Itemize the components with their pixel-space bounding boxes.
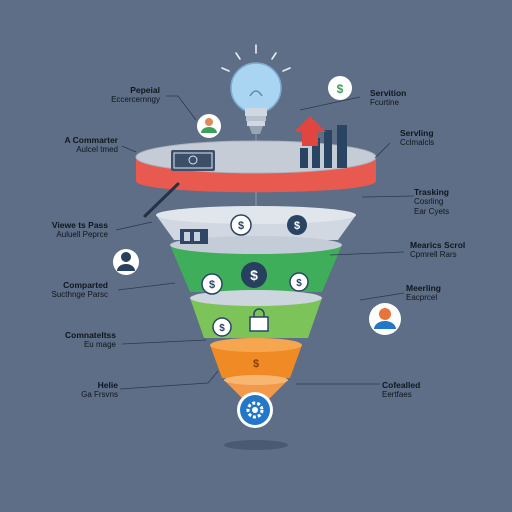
dollar-icon: $: [230, 214, 252, 236]
label-subtitle: Eu mage: [83, 340, 116, 349]
connector-lines: [115, 95, 415, 390]
label-subtitle: Eertfaes: [382, 390, 412, 399]
person-icon: [113, 249, 139, 275]
dollar-icon: $: [289, 272, 309, 292]
label-subtitle: Eacprcel: [406, 293, 438, 302]
svg-text:$: $: [250, 267, 258, 283]
label-subtitle: Cclmalcls: [400, 138, 435, 147]
label-subtitle: Cosrling Ear Cyets: [414, 197, 450, 216]
dollar-icon: $: [287, 215, 307, 235]
label-left-2: A Commarter Aulcel tmed: [64, 135, 118, 155]
person-icon: [369, 303, 401, 335]
svg-text:$: $: [337, 82, 344, 96]
pointer-stick: [143, 182, 180, 218]
dollar-icon: $: [241, 262, 267, 288]
lock-icon: [180, 229, 208, 244]
label-right-1: Servition Fcurtine: [370, 88, 406, 108]
label-left-3: Viewe ts Pass Auluell Peprce: [52, 220, 108, 240]
label-left-6: Helie Ga Frsvns: [81, 380, 118, 400]
svg-text:$: $: [238, 220, 244, 232]
label-title: A Commarter: [64, 135, 118, 145]
bar-chart-icon: [300, 125, 347, 168]
label-right-6: Cofealled Eertfaes: [382, 380, 420, 400]
label-right-4: Mearics Scrol Cpmrell Rars: [410, 240, 465, 260]
label-right-2: Servling Cclmalcls: [400, 128, 434, 148]
label-subtitle: Fcurtine: [370, 98, 399, 107]
arrow-up-icon: [294, 116, 326, 146]
dollar-icon: $: [253, 358, 259, 370]
dollar-icon: $: [212, 317, 232, 337]
label-title: Comnateltss: [64, 330, 116, 340]
funnel-tier-orange: [210, 338, 302, 378]
label-subtitle: Eccercernngy: [111, 95, 160, 104]
label-left-4: Comparted Sucthnge Parsc: [52, 280, 108, 300]
label-title: Helie: [97, 380, 118, 390]
svg-text:$: $: [209, 279, 215, 291]
label-title: Mearics Scrol: [410, 240, 466, 250]
funnel-shadow: [224, 440, 288, 450]
label-title: Servling: [400, 128, 434, 138]
gear-icon: [237, 392, 273, 428]
label-left-5: Comnateltss Eu mage: [65, 330, 116, 350]
label-title: Servition: [370, 88, 407, 98]
label-subtitle: Aulcel tmed: [76, 145, 118, 154]
label-subtitle: Auluell Peprce: [56, 230, 108, 239]
person-icon: [197, 114, 221, 138]
label-title: Pepeial: [130, 85, 160, 95]
label-title: Comparted: [63, 280, 108, 290]
svg-text:$: $: [294, 220, 300, 232]
label-title: Cofealled: [382, 380, 421, 390]
svg-text:$: $: [296, 278, 302, 289]
label-subtitle: Ga Frsvns: [81, 390, 118, 399]
svg-text:$: $: [219, 323, 225, 334]
label-title: Viewe ts Pass: [51, 220, 108, 230]
svg-text:$: $: [253, 358, 259, 370]
label-left-1: Pepeial Eccercernngy: [111, 85, 160, 105]
cash-icon: [171, 150, 215, 171]
dollar-icon: $: [201, 273, 223, 295]
label-subtitle: Sucthnge Parsc: [51, 290, 108, 299]
lightbulb-icon: [221, 44, 291, 134]
label-right-3: Trasking Cosrling Ear Cyets: [414, 187, 449, 217]
dollar-icon: $: [328, 76, 352, 100]
label-subtitle: Cpmrell Rars: [410, 250, 457, 259]
label-right-5: Meerling Eacprcel: [406, 283, 441, 303]
label-title: Trasking: [414, 187, 449, 197]
label-title: Meerling: [406, 283, 441, 293]
lock-icon: [249, 308, 269, 332]
